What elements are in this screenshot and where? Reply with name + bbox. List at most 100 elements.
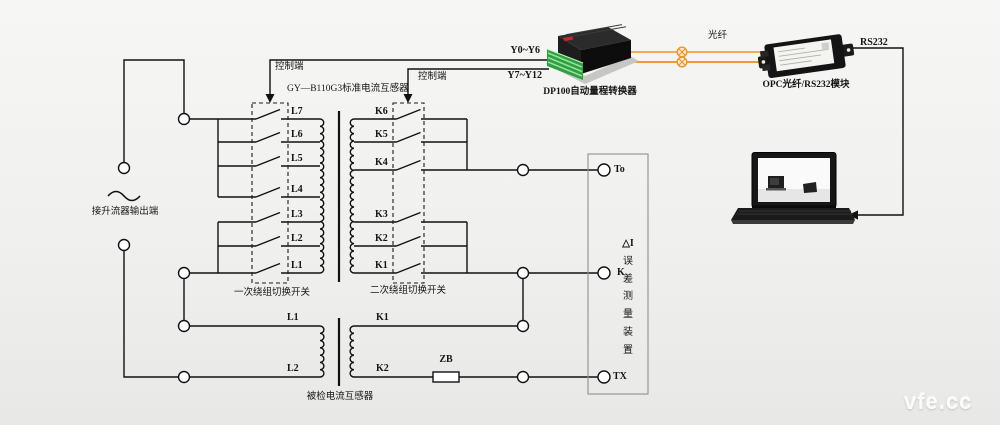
- primary-switch-blades: [255, 108, 281, 274]
- fiber-label: 光纤: [708, 31, 728, 41]
- tested-ct-secondary-wires: [354, 325, 598, 378]
- tested-ct-name: 被检电流互感器: [306, 392, 374, 402]
- control-line-primary: [269, 59, 547, 96]
- source-terminal-bottom: [117, 238, 131, 252]
- error-device-title: △I 误 差 测 量 装 置: [618, 235, 638, 360]
- tested-l1-terminal: [177, 319, 191, 333]
- standard-ct-secondary-coil: [349, 118, 355, 274]
- laptop-hinge: [752, 205, 836, 208]
- laptop-screen-floor: [758, 189, 830, 202]
- laptop: [731, 152, 855, 224]
- k1-junction: [516, 319, 530, 333]
- secondary-coil-taps: [354, 118, 397, 274]
- primary-l1-terminal: [177, 266, 191, 280]
- dp100-front-face: [581, 40, 631, 74]
- error-title-char: 差: [623, 273, 633, 285]
- dp100-terminal-highlight: [546, 48, 584, 64]
- rows-L6-L5-L4: [218, 141, 256, 198]
- terminal-label-to: To: [614, 164, 625, 175]
- rs232-arrow: [848, 210, 858, 220]
- tested-tap-K2: K2: [376, 363, 389, 374]
- error-device-to-terminal: [597, 163, 611, 177]
- burden-resistor: [432, 371, 460, 383]
- fiber-link: [628, 46, 764, 68]
- screen-product-photo-1-base: [766, 188, 786, 191]
- dp100-device: [546, 24, 639, 84]
- dp100-top-grooves: [565, 24, 627, 37]
- terminal-label-k: K: [617, 267, 625, 278]
- error-device-tx-terminal: [597, 370, 611, 384]
- rows-L3-L2-L1: [189, 221, 256, 274]
- standard-ct-primary-coil: [319, 118, 325, 274]
- standard-ct-name: GY—B110G3标准电流互感器: [287, 84, 409, 94]
- primary-switch-label: 一次绕组切换开关: [233, 288, 310, 298]
- ac-source-icon: [107, 190, 141, 202]
- screen-product-photo-2: [803, 182, 817, 193]
- opc-label-text-lines: [778, 47, 829, 66]
- secondary-bus-lower: [421, 221, 518, 274]
- dp100-base-shadow: [546, 56, 639, 84]
- tap-label-K3: K3: [375, 209, 388, 220]
- tx-junction: [516, 370, 530, 384]
- source-terminal-top: [117, 161, 131, 175]
- tap-label-L5: L5: [291, 153, 303, 164]
- bus-label-y7-y12: Y7~Y12: [507, 70, 542, 81]
- control-label-primary: 控制端: [275, 62, 304, 72]
- error-title-char: 测: [623, 291, 633, 303]
- secondary-switch-label: 二次绕组切换开关: [369, 286, 446, 296]
- tap-label-L4: L4: [291, 184, 303, 195]
- opc-right-hole: [846, 48, 851, 52]
- laptop-front-edge: [731, 220, 855, 224]
- secondary-switch-blades: [396, 108, 421, 274]
- source-label: 接升流器输出端: [91, 207, 159, 217]
- error-symbol: △I: [622, 238, 634, 249]
- tap-label-K6: K6: [375, 106, 388, 117]
- opc-fiber-port-bottom: [761, 64, 771, 72]
- tested-ct-secondary-coil: [349, 325, 355, 378]
- tap-label-K1: K1: [375, 260, 388, 271]
- tested-tap-L1: L1: [287, 312, 299, 323]
- tested-ct-primary-taps: [189, 325, 320, 378]
- opc-label-logo: [821, 42, 830, 51]
- tap-label-L6: L6: [291, 129, 303, 140]
- error-title-char: 量: [623, 309, 633, 321]
- dp100-name: DP100自动量程转换器: [543, 87, 637, 97]
- source-bottom-wire: [123, 250, 179, 378]
- primary-l7-terminal: [177, 112, 191, 126]
- secondary-bus-upper: [421, 118, 518, 171]
- dp100-logo: [563, 36, 574, 42]
- primary-coil-taps: [281, 118, 320, 274]
- tested-ct-primary-coil: [319, 325, 325, 378]
- error-title-char: 误: [623, 255, 633, 267]
- rs232-wire: [845, 47, 904, 216]
- terminal-label-tx: TX: [613, 371, 627, 382]
- circuit-wires: [123, 47, 904, 386]
- rs232-label: RS232: [860, 37, 888, 48]
- tap-label-K4: K4: [375, 157, 388, 168]
- tap-label-K2: K2: [375, 233, 388, 244]
- control-line-secondary: [407, 68, 549, 96]
- error-title-char: 置: [623, 344, 633, 356]
- error-device-k-terminal: [597, 266, 611, 280]
- screen-product-photo-1-face: [770, 178, 779, 185]
- tested-l2-terminal: [177, 370, 191, 384]
- k-junction: [516, 266, 530, 280]
- opc-fiber-port-top: [759, 50, 769, 58]
- tap-label-L2: L2: [291, 233, 303, 244]
- fiber-coupler-icons: [676, 46, 688, 68]
- terminal-circles: [117, 112, 611, 384]
- control-label-secondary: 控制端: [418, 72, 447, 82]
- to-junction: [516, 163, 530, 177]
- opc-module: [757, 34, 855, 79]
- tap-label-L7: L7: [291, 106, 303, 117]
- opc-left-hole: [761, 60, 766, 64]
- tap-label-L3: L3: [291, 209, 303, 220]
- primary-switch-box: [251, 102, 289, 284]
- source-top-wire: [123, 59, 185, 163]
- opc-label-sticker: [773, 39, 835, 72]
- error-title-char: 装: [623, 326, 633, 338]
- tap-label-K5: K5: [375, 129, 388, 140]
- bus-label-y0-y6: Y0~Y6: [510, 45, 540, 56]
- control-arrow-secondary: [403, 94, 413, 103]
